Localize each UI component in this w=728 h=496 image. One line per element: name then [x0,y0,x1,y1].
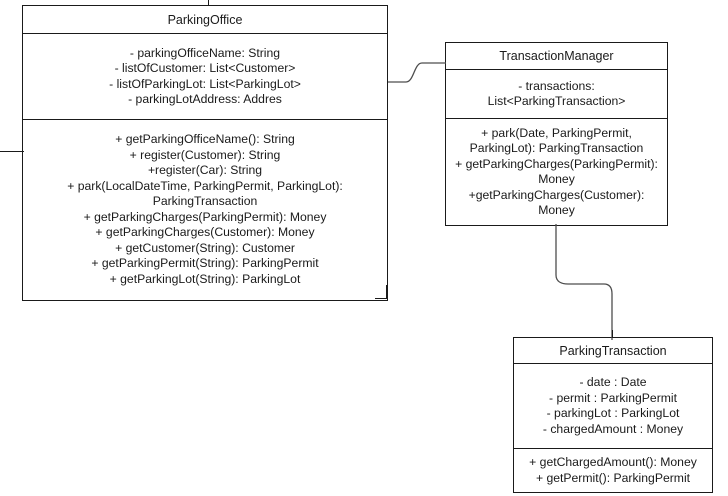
connector-path [388,62,446,83]
uml-attributes-parking-office: - parkingOfficeName: String - listOfCust… [23,34,387,120]
method-row: + getParkingLot(String): ParkingLot [109,271,301,286]
uml-class-name-parking-transaction: ParkingTransaction [514,338,712,364]
method-row: + getParkingPermit(String): ParkingPermi… [91,256,319,270]
method-row: + getParkingCharges(ParkingPermit): Mone… [83,209,327,224]
method-row: +register(Car): String [147,163,263,177]
connector-path [555,224,613,340]
connector-manager-to-transaction [555,224,613,340]
uml-methods-parking-transaction: + getChargedAmount(): Money + getPermit(… [514,449,712,492]
attribute-row: - transactions: List<ParkingTransaction> [487,78,626,109]
method-row: + park(Date, ParkingPermit, ParkingLot):… [469,125,644,156]
uml-class-parking-transaction[interactable]: ParkingTransaction - date : Date - permi… [513,337,713,493]
attribute-row: - listOfParkingLot: List<ParkingLot> [109,76,301,91]
uml-attributes-parking-transaction: - date : Date - permit : ParkingPermit -… [514,364,712,449]
uml-class-name-transaction-manager: TransactionManager [446,43,667,70]
uml-class-name-parking-office: ParkingOffice [23,6,387,34]
connector-stub-office-left [0,151,24,153]
attribute-row: - chargedAmount : Money [542,421,684,436]
uml-class-transaction-manager[interactable]: TransactionManager - transactions: List<… [445,42,668,226]
method-row: + getChargedAmount(): Money [529,455,697,469]
uml-class-parking-office[interactable]: ParkingOffice - parkingOfficeName: Strin… [22,5,388,301]
uml-attributes-transaction-manager: - transactions: List<ParkingTransaction> [446,70,667,119]
uml-methods-transaction-manager: + park(Date, ParkingPermit, ParkingLot):… [446,119,667,225]
uml-methods-parking-office: + getParkingOfficeName(): String + regis… [23,120,387,300]
corner-artifact-horizontal [375,298,387,300]
method-row: + register(Customer): String [129,147,281,162]
method-row: +getParkingCharges(Customer): Money [468,187,645,218]
connector-office-to-manager [388,62,446,83]
attribute-row: - listOfCustomer: List<Customer> [114,61,296,75]
connector-stub-transaction-top [612,330,614,338]
method-row: + getParkingOfficeName(): String [115,132,295,146]
method-row: + getPermit(): ParkingPermit [535,470,691,485]
attribute-row: - date : Date [579,375,647,389]
attribute-row: - permit : ParkingPermit [549,390,677,405]
corner-artifact-vertical [386,285,388,299]
attribute-row: - parkingOfficeName: String [129,45,281,60]
method-row: + getParkingCharges(ParkingPermit): Mone… [455,156,658,187]
connector-stub-office-top [208,0,210,6]
method-row: + park(LocalDateTime, ParkingPermit, Par… [67,178,343,209]
method-row: + getParkingCharges(Customer): Money [95,225,315,239]
attribute-row: - parkingLotAddress: Addres [128,92,282,106]
attribute-row: - parkingLot : ParkingLot [546,406,680,420]
method-row: + getCustomer(String): Customer [115,240,295,255]
